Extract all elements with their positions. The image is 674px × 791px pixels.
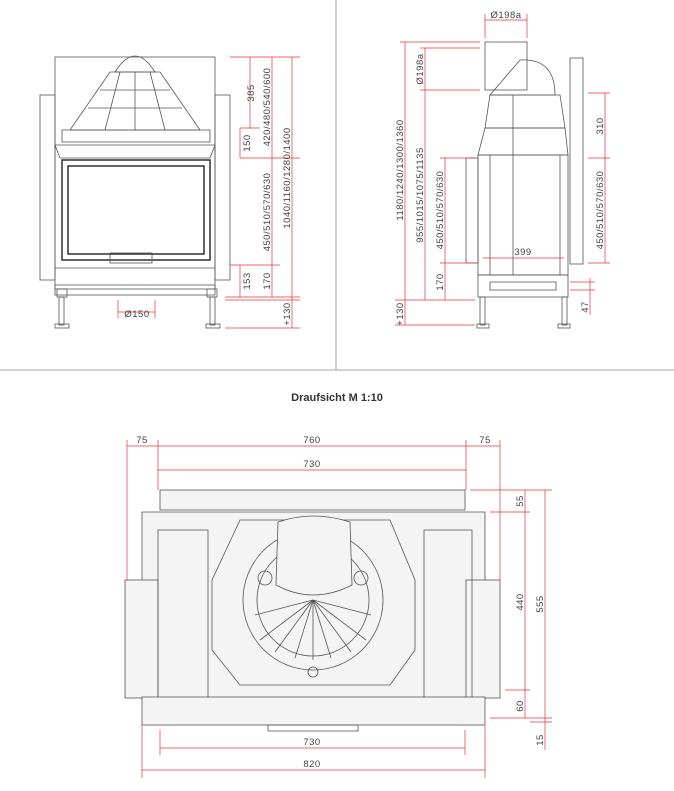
octagonal-firebox — [211, 519, 416, 686]
door-handle — [109, 252, 153, 264]
flue-collar — [484, 41, 528, 91]
dim-385: 385 — [246, 84, 257, 101]
left-bolt — [257, 570, 273, 586]
dim-153: 153 — [242, 272, 253, 289]
dim-15: 15 — [535, 734, 546, 746]
body-lines — [489, 95, 561, 275]
hood-dome — [114, 55, 156, 73]
right-foot — [205, 288, 221, 329]
dim-130: +130 — [395, 302, 406, 325]
dim-total-height: 1040/1160/1280/1400 — [282, 127, 293, 228]
hood-upper — [484, 94, 566, 129]
front-plate — [141, 696, 486, 726]
glass-pane — [67, 165, 205, 255]
glass-door — [61, 159, 211, 261]
dim-399: 399 — [514, 247, 531, 258]
front-view: 385 150 420/480/540/600 1040/1160/1280/1… — [39, 55, 300, 329]
dim-130: +130 — [282, 302, 293, 325]
dim-door-left: 450/510/570/630 — [435, 171, 446, 250]
dim-door-height: 450/510/570/630 — [262, 173, 273, 252]
dim-right-75: 75 — [479, 435, 491, 446]
dim-flue-top: Ø198a — [490, 10, 521, 21]
back-plate — [159, 489, 466, 511]
side-base — [477, 274, 569, 298]
right-bolt — [353, 570, 369, 586]
dim-440: 440 — [515, 593, 526, 610]
hood-ribs — [88, 71, 182, 131]
front-bolt — [307, 666, 319, 678]
dim-170: 170 — [435, 273, 446, 290]
dim-555: 555 — [535, 595, 546, 612]
hood-ribs — [254, 599, 372, 660]
dim-310: 310 — [595, 117, 606, 134]
dim-150: 150 — [242, 134, 253, 151]
left-side-panel — [39, 94, 56, 281]
side-front-foot — [476, 296, 490, 329]
hood-lower — [477, 127, 569, 156]
rear-plate — [569, 57, 584, 265]
front-handle — [267, 724, 359, 732]
front-dimension-lines — [117, 56, 300, 329]
dim-flue-diameter: Ø150 — [124, 309, 149, 320]
dim-left-75: 75 — [136, 435, 148, 446]
flue-collar-top — [275, 515, 353, 596]
dim-bottom-730: 730 — [303, 737, 320, 748]
dim-hood-height: 420/480/540/600 — [262, 68, 273, 147]
hood-base — [61, 129, 211, 143]
top-view: 75 760 75 730 730 820 55 440 555 60 15 — [124, 435, 552, 778]
view-title: Draufsicht M 1:10 — [291, 392, 383, 404]
door-lintel — [54, 144, 216, 159]
side-view: Ø198a Ø198a 1180/1240/1300/1360 955/1015… — [395, 10, 610, 329]
right-side-panel — [214, 94, 231, 281]
dim-760: 760 — [303, 435, 320, 446]
dim-door-right: 450/510/570/630 — [595, 171, 606, 250]
left-foot — [54, 288, 70, 329]
left-side-box — [124, 579, 159, 699]
dim-820: 820 — [303, 759, 320, 770]
door-frame-side — [465, 157, 479, 264]
dim-top-730: 730 — [303, 459, 320, 470]
dim-60: 60 — [515, 700, 526, 712]
side-dimension-lines — [395, 14, 610, 326]
dim-47: 47 — [580, 301, 591, 313]
dim-flue-side: Ø198a — [415, 53, 426, 84]
top-dimension-lines — [126, 440, 552, 778]
side-rear-foot — [557, 296, 571, 329]
base-plinth — [54, 284, 216, 296]
dim-total-height: 1180/1240/1300/1360 — [395, 119, 406, 220]
air-slot — [489, 281, 557, 291]
right-side-box — [465, 579, 501, 699]
dim-55: 55 — [515, 495, 526, 507]
dim-170: 170 — [262, 272, 273, 289]
dim-mid-height: 955/1015/1075/1135 — [415, 147, 426, 242]
